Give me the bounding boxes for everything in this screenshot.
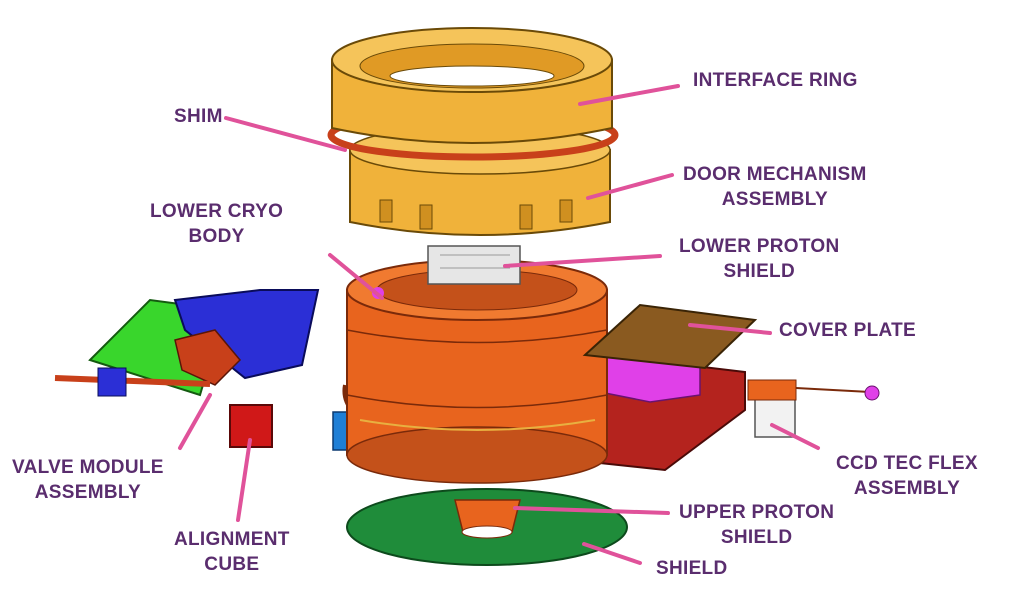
label-valve-module: VALVE MODULE ASSEMBLY: [12, 457, 164, 503]
label-shield: SHIELD: [656, 558, 728, 579]
label-shim: SHIM: [174, 106, 223, 127]
label-alignment-cube: ALIGNMENT CUBE: [174, 529, 290, 575]
label-ccd-tec-flex: CCD TEC FLEX ASSEMBLY: [836, 453, 978, 499]
label-lower-cryo-body: LOWER CRYO BODY: [150, 201, 284, 247]
label-upper-proton-shield: UPPER PROTON SHIELD: [679, 502, 835, 548]
label-cover-plate: COVER PLATE: [779, 320, 917, 341]
label-door-mechanism: DOOR MECHANISM ASSEMBLY: [683, 164, 867, 210]
label-lower-proton-shield: LOWER PROTON SHIELD: [679, 236, 840, 282]
ccd-tec-flex: [754, 394, 796, 438]
valve-blue-block: [173, 289, 320, 380]
leader-lines: [178, 84, 820, 565]
cover-plate: [582, 303, 758, 370]
label-interface-ring: INTERFACE RING: [693, 70, 858, 91]
